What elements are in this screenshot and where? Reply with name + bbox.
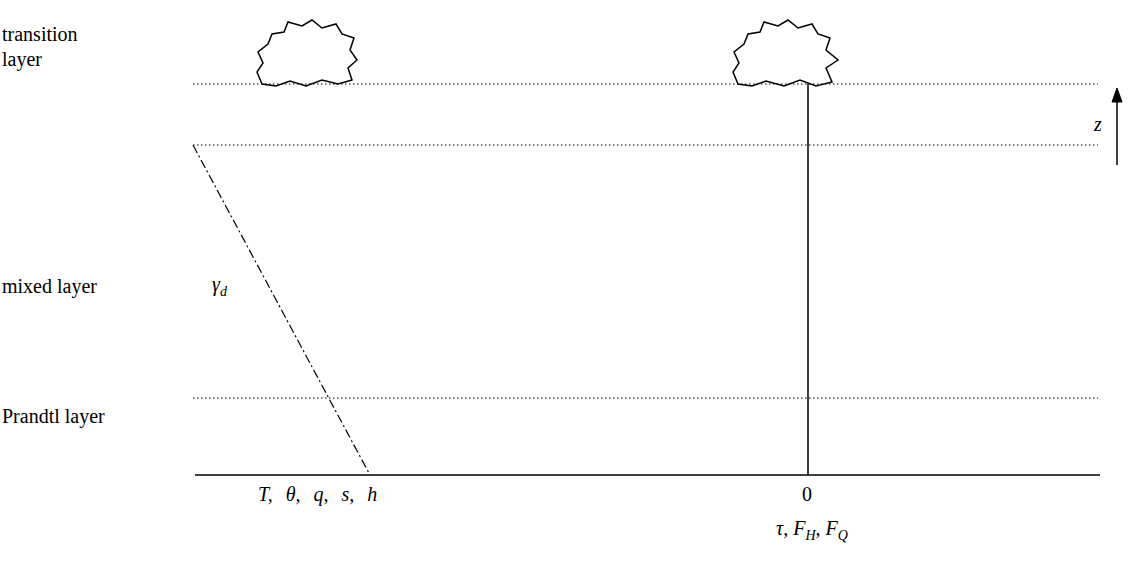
axis-label: , F [816,517,838,539]
axis-label: transition layer [2,23,78,70]
subscript: H [805,528,815,543]
label-group: 0 [802,482,812,507]
layer-boundary [193,398,1098,399]
axis-label: T, θ, q, s, h [258,483,377,505]
ground-line [195,474,1100,476]
label-group: τ, FH, FQ [776,516,848,548]
label-group: T, θ, q, s, h [258,482,377,507]
label-group: z [1094,112,1102,137]
flux-profile [807,84,809,475]
label-group: γd [212,272,227,304]
dry-adiabatic-profile [193,145,370,475]
layer-boundary [193,84,1098,85]
axis-label: mixed layer [2,275,97,297]
label-group: Prandtl layer [2,404,107,429]
layer-boundary [193,145,1098,146]
z-axis-arrow [1116,98,1118,165]
axis-label: Prandtl layer [2,405,105,427]
axis-label: τ, F [776,517,805,539]
subscript: d [220,284,227,299]
subscript: Q [838,528,848,543]
label-group: transition layer [2,22,107,72]
cloud [257,20,357,86]
axis-label: 0 [802,483,812,505]
axis-label: z [1094,113,1102,135]
axis-label: γ [212,273,220,295]
label-group: mixed layer [2,274,107,299]
arrowhead [1112,88,1122,102]
cloud [733,20,838,86]
